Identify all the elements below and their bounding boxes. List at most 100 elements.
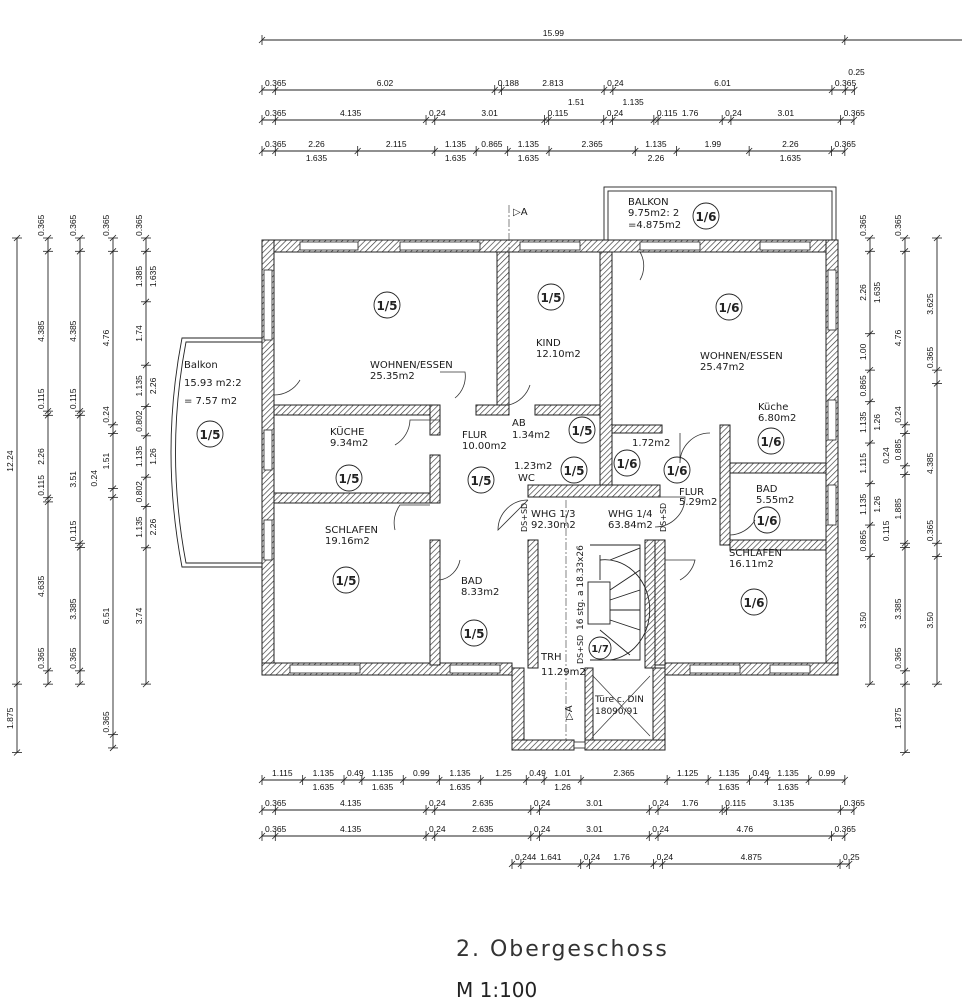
dimension-label: 0.115 bbox=[657, 108, 678, 118]
dimension-label: 0.365 bbox=[36, 647, 46, 669]
dimension-label: 1.135 bbox=[518, 139, 540, 149]
dimension-tick bbox=[142, 234, 150, 242]
dimension-tick bbox=[76, 539, 84, 547]
dimension-label: 2.115 bbox=[386, 139, 407, 149]
dimension-tick bbox=[431, 147, 439, 155]
dimension-label: 1.385 bbox=[134, 266, 144, 288]
room-area: 9.34m2 bbox=[330, 438, 368, 449]
dimension-label: 0.24 bbox=[607, 78, 624, 88]
dimension-label: 1.135 bbox=[858, 493, 868, 515]
dimension-label: 0.865 bbox=[858, 530, 868, 552]
room-name: KIND bbox=[536, 338, 561, 349]
dimension-tick bbox=[44, 407, 52, 415]
room-area: 10.00m2 bbox=[462, 441, 507, 452]
dimension-tick bbox=[654, 116, 662, 124]
svg-text:1/7: 1/7 bbox=[591, 644, 609, 655]
unit-marker: 1/7 bbox=[588, 636, 612, 660]
dimension-tick bbox=[828, 832, 835, 840]
dimension-tick bbox=[540, 776, 548, 784]
dimension-tick bbox=[805, 776, 813, 784]
dimension-tick bbox=[866, 553, 874, 560]
dimension-label: 2.635 bbox=[472, 824, 494, 834]
dimension-tick bbox=[609, 116, 616, 124]
dimension-label: 2.26 bbox=[308, 139, 325, 149]
dimension-tick bbox=[659, 860, 666, 868]
dimension-label: 0.24 bbox=[652, 798, 669, 808]
dimension-label: 2.26 bbox=[858, 284, 868, 301]
dimension-tick bbox=[44, 234, 52, 242]
dimension-label: 1.00 bbox=[858, 343, 868, 360]
dimension-label: 1.51 bbox=[568, 97, 585, 107]
dimension-tick bbox=[845, 860, 853, 868]
dimension-label: 0.49 bbox=[753, 768, 770, 778]
dimension-label: 3.385 bbox=[68, 598, 78, 620]
dimension-label: 1.99 bbox=[705, 139, 722, 149]
room-area: 25.35m2 bbox=[370, 371, 415, 382]
dimension-label: 3.01 bbox=[778, 108, 795, 118]
dimension-tick bbox=[109, 485, 117, 492]
dimension-tick bbox=[522, 776, 530, 784]
dimension-sublabel: 2.26 bbox=[148, 519, 158, 536]
dimension-label: 0.24 bbox=[89, 470, 99, 487]
dimension-tick bbox=[109, 494, 117, 501]
dimension-sublabel: 1.635 bbox=[449, 782, 471, 792]
dimension-tick bbox=[13, 680, 21, 688]
room-area: 19.16m2 bbox=[325, 536, 370, 547]
dimension-label: 1.135 bbox=[134, 516, 144, 538]
dimension-sublabel: 1.635 bbox=[780, 153, 802, 163]
dimension-tick bbox=[272, 806, 279, 814]
dimension-label: 0.365 bbox=[101, 711, 111, 733]
svg-text:1/5: 1/5 bbox=[338, 472, 359, 486]
room-labels: WOHNEN/ESSEN 25.35m2 KÜCHE 9.34m2 SCHLAF… bbox=[184, 197, 796, 720]
apartment-area: 92.30m2 bbox=[531, 520, 576, 531]
dimension-label: 0.24 bbox=[725, 108, 742, 118]
dimension-tick bbox=[866, 398, 874, 405]
dimension-label: 3.50 bbox=[925, 612, 935, 629]
dimension-tick bbox=[850, 116, 858, 124]
dimension-label: 4.385 bbox=[68, 320, 78, 342]
dimension-tick bbox=[645, 806, 653, 814]
unit-marker: 1/5 bbox=[560, 456, 588, 484]
dimension-tick bbox=[76, 234, 84, 242]
dimension-label: 0.115 bbox=[68, 388, 78, 409]
windows bbox=[263, 241, 837, 749]
doors bbox=[273, 251, 756, 581]
dimension-tick bbox=[272, 116, 279, 124]
dimension-tick bbox=[933, 553, 941, 560]
dimension-label: 3.625 bbox=[925, 293, 935, 315]
dimension-tick bbox=[527, 806, 535, 814]
room-area: 5.55m2 bbox=[756, 495, 794, 506]
dimension-label: 1.135 bbox=[449, 768, 471, 778]
dimension-label: 0.115 bbox=[36, 475, 46, 496]
dimension-tick bbox=[272, 86, 279, 94]
dimension-label: 0.365 bbox=[835, 139, 857, 149]
dimension-tick bbox=[142, 544, 150, 552]
dimension-tick bbox=[745, 147, 753, 155]
dimension-tick bbox=[841, 36, 849, 44]
dimension-label: 3.74 bbox=[134, 607, 144, 624]
dimension-label: 2.813 bbox=[542, 78, 564, 88]
room-name: BAD bbox=[756, 484, 778, 495]
room-area: 5.29m2 bbox=[679, 497, 717, 508]
dimension-tick bbox=[837, 806, 844, 814]
dimension-sublabel: 1.635 bbox=[313, 782, 335, 792]
dimension-sublabel: 1.635 bbox=[445, 153, 467, 163]
unit-marker: 1/5 bbox=[568, 416, 596, 444]
dimension-label: 1.135 bbox=[134, 375, 144, 397]
dimension-tick bbox=[109, 744, 117, 752]
dimension-tick bbox=[109, 234, 117, 242]
dimension-tick bbox=[866, 680, 874, 688]
svg-text:1/5: 1/5 bbox=[470, 474, 491, 488]
dimension-tick bbox=[723, 806, 730, 814]
dimension-label: 0.24 bbox=[534, 798, 551, 808]
dimension-tick bbox=[631, 147, 639, 155]
dimension-label: 0.24 bbox=[893, 406, 903, 423]
dimension-tick bbox=[142, 503, 150, 510]
unit-markers: 1/5 1/5 1/5 1/5 1/5 1/5 1/5 1/5 1/5 1/6 … bbox=[196, 202, 785, 660]
dimension-tick bbox=[431, 806, 439, 814]
dimension-label: 1.76 bbox=[682, 798, 699, 808]
dimension-label: 0.115 bbox=[36, 388, 46, 409]
dimension-tick bbox=[577, 776, 585, 784]
dimension-label: 1.135 bbox=[777, 768, 799, 778]
dimension-tick bbox=[663, 776, 671, 784]
